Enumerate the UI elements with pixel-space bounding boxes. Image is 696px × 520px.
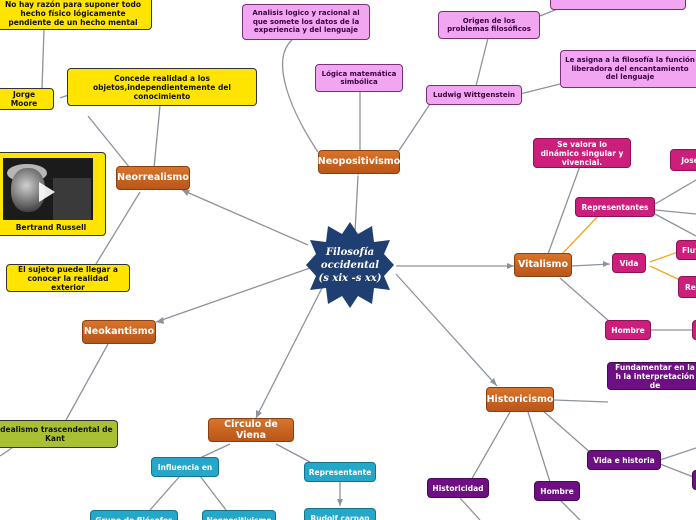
subtopic-ludwig-wittgenstein[interactable]: Ludwig Wittgenstein xyxy=(426,85,522,105)
subtopic-fundamentar[interactable]: Fundamentar en la h la interpretación de xyxy=(607,362,696,390)
subtopic-concede-realidad[interactable]: Concede realidad a los objetos,independi… xyxy=(67,68,257,106)
play-icon[interactable] xyxy=(39,182,55,202)
subtopic-idealismo-trascendental[interactable]: Idealismo trascendental de Kant xyxy=(0,420,118,448)
subtopic-vida-e-historia[interactable]: Vida e historia xyxy=(587,450,661,470)
topic-neorrealismo[interactable]: Neorrealismo xyxy=(116,166,190,190)
bertrand-russell-video-card[interactable]: Bertrand Russell xyxy=(0,152,106,236)
subtopic-rudolf-carnap[interactable]: Rudolf carnap xyxy=(304,508,376,520)
subtopic-hombre-vitalismo[interactable]: Hombre xyxy=(605,320,651,340)
subtopic-neopositivismo-small[interactable]: Neopositivismo xyxy=(202,510,276,520)
subtopic-rea-partial[interactable]: Rea xyxy=(678,276,696,298)
subtopic-no-hay-razon[interactable]: No hay razón para suponer todo hecho fís… xyxy=(0,0,152,30)
subtopic-historicidad[interactable]: Historicidad xyxy=(427,478,489,498)
subtopic-influencia-en[interactable]: Influencia en xyxy=(151,457,219,477)
subtopic-hombre-historicismo[interactable]: Hombre xyxy=(534,481,580,501)
bertrand-russell-photo[interactable] xyxy=(3,158,93,220)
subtopic-analisis-logico[interactable]: Analisis logico y racional al que somete… xyxy=(242,4,370,40)
subtopic-se-valora[interactable]: Se valora lo dinámico singular y vivenci… xyxy=(533,138,631,168)
topic-neokantismo[interactable]: Neokantismo xyxy=(82,320,156,344)
subtopic-representante[interactable]: Representante xyxy=(304,462,376,482)
central-topic-line-2: occidental xyxy=(320,259,380,271)
subtopic-vida[interactable]: Vida xyxy=(612,253,646,273)
subtopic-jorge-moore[interactable]: Jorge Moore xyxy=(0,88,54,110)
central-topic-shape xyxy=(306,222,394,308)
topic-historicismo[interactable]: Historicismo xyxy=(486,387,554,412)
central-topic-line-3: (s xix -s xx) xyxy=(318,272,382,284)
subtopic-top-right-partial[interactable]: del xyxy=(550,0,686,10)
subtopic-logica-matematica[interactable]: Lógica matemática simbólica xyxy=(315,64,403,92)
central-topic-line-1: Filosofía xyxy=(325,246,375,258)
subtopic-sujeto-puede[interactable]: El sujeto puede llegar a conocer la real… xyxy=(6,264,130,292)
subtopic-fluye-partial[interactable]: Fluy xyxy=(676,240,696,260)
subtopic-jose-partial[interactable]: José xyxy=(670,149,696,171)
central-topic[interactable]: Filosofía occidental (s xix -s xx) xyxy=(306,222,394,308)
topic-vitalismo[interactable]: Vitalismo xyxy=(514,253,572,277)
bertrand-russell-caption: Bertrand Russell xyxy=(15,223,87,232)
subtopic-le-asigna[interactable]: Le asigna a la filosofía la función libe… xyxy=(560,50,696,88)
subtopic-grupo-de-filosofos[interactable]: Grupo de filósofos xyxy=(90,510,178,520)
subtopic-offscreen-vitalismo[interactable] xyxy=(692,320,696,340)
topic-circulo-de-viena[interactable]: Circulo de Viena xyxy=(208,418,294,442)
subtopic-offscreen-historicismo[interactable] xyxy=(692,470,696,490)
subtopic-origen-problemas[interactable]: Origen de los problemas filosóficos xyxy=(438,11,540,39)
topic-neopositivismo[interactable]: Neopositivismo xyxy=(318,150,400,174)
subtopic-representantes[interactable]: Representantes xyxy=(575,197,655,217)
